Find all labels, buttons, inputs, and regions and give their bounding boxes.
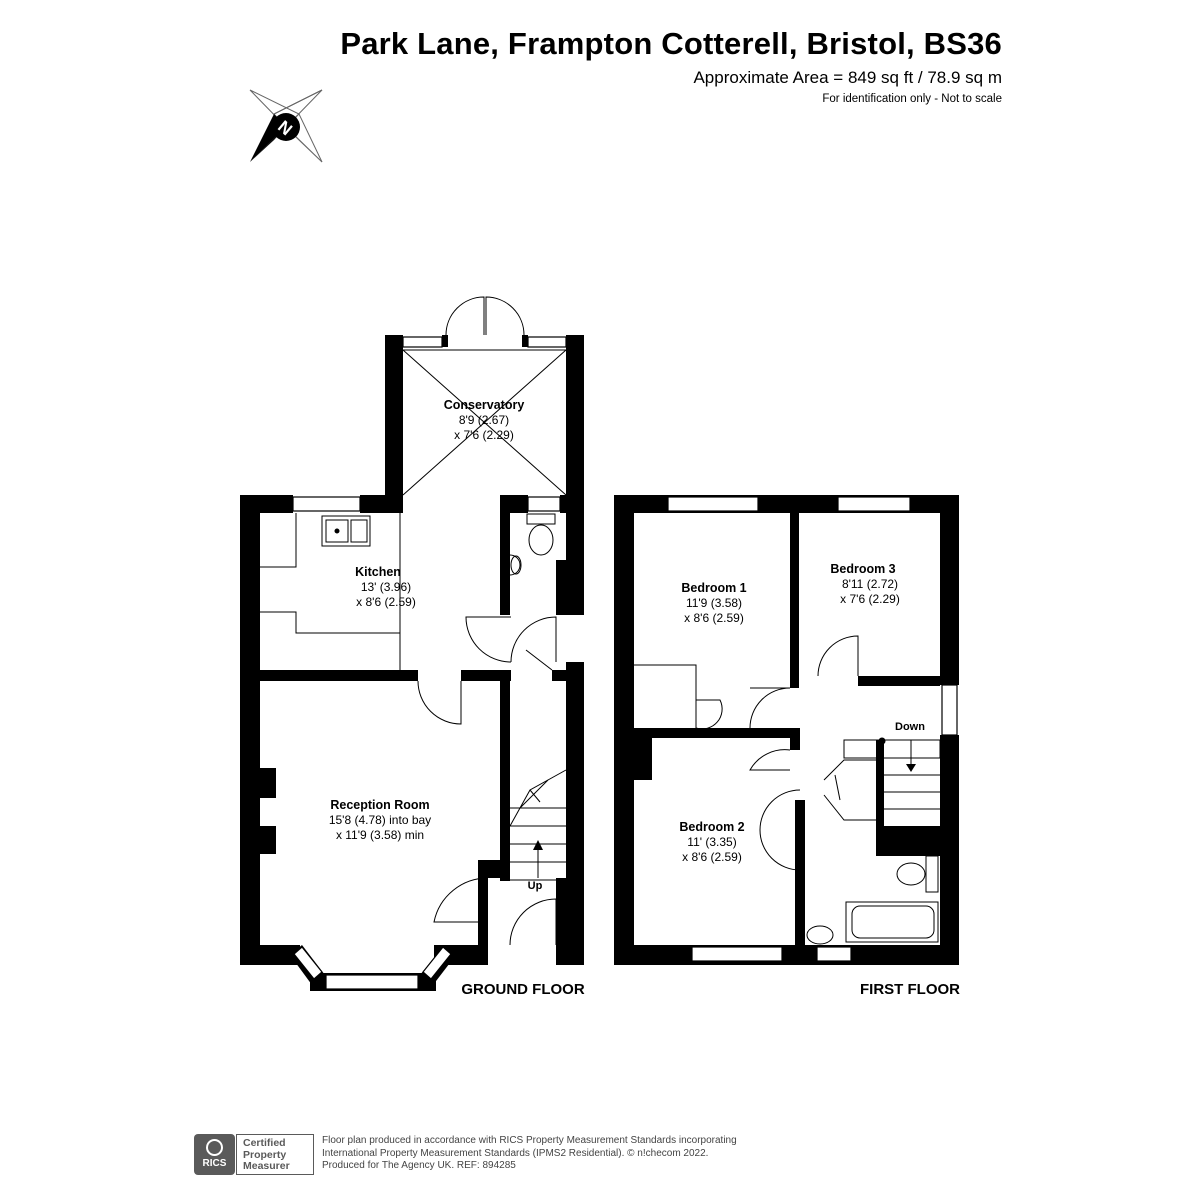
room-dim2-conservatory: x 7'6 (2.29) — [454, 428, 514, 442]
stairs-up-arrow-icon — [533, 840, 543, 850]
stairs-up-label: Up — [528, 880, 543, 892]
room-name-bedroom1: Bedroom 1 — [681, 581, 746, 595]
first-floor-fixtures — [634, 635, 941, 945]
room-dim1-bedroom1: 11'9 (3.58) — [686, 596, 742, 610]
stairs-down-label: Down — [895, 721, 925, 733]
scale-disclaimer: For identification only - Not to scale — [822, 93, 1002, 105]
room-dim2-bedroom1: x 8'6 (2.59) — [684, 611, 744, 625]
rics-logo: RICS — [194, 1134, 235, 1175]
rics-logo-text: RICS — [202, 1158, 227, 1169]
room-dim1-conservatory: 8'9 (2.67) — [459, 413, 509, 427]
badge-line-3: Measurer — [243, 1160, 290, 1172]
compass-icon: N — [249, 89, 323, 163]
footer-disclaimer: Floor plan produced in accordance with R… — [322, 1135, 782, 1173]
footer-line-2: International Property Measurement Stand… — [322, 1147, 709, 1159]
room-name-kitchen: Kitchen — [355, 565, 401, 579]
room-name-conservatory: Conservatory — [444, 398, 525, 412]
room-dim2-reception: x 11'9 (3.58) min — [336, 828, 424, 842]
room-dim2-kitchen: x 8'6 (2.59) — [356, 595, 416, 609]
stairs-newel-post — [878, 737, 886, 745]
ground-floor-windows — [292, 336, 567, 990]
ground-floor-walls — [240, 335, 584, 991]
ground-floor-label: GROUND FLOOR — [461, 981, 584, 998]
approximate-area: Approximate Area = 849 sq ft / 78.9 sq m — [693, 68, 1002, 87]
rics-crest-icon — [206, 1139, 223, 1156]
room-name-bedroom2: Bedroom 2 — [679, 820, 744, 834]
footer-line-1: Floor plan produced in accordance with R… — [322, 1135, 737, 1146]
room-dim2-bedroom2: x 8'6 (2.59) — [682, 850, 742, 864]
room-dim1-bedroom2: 11' (3.35) — [687, 835, 736, 849]
first-floor-label: FIRST FLOOR — [860, 981, 960, 998]
ground-floor-fixtures — [260, 296, 567, 946]
first-floor-windows — [667, 496, 958, 962]
badge-line-1: Certified — [243, 1137, 286, 1149]
badge-line-2: Property — [243, 1148, 287, 1161]
room-dim1-kitchen: 13' (3.96) — [361, 580, 411, 594]
room-dim2-bedroom3: x 7'6 (2.29) — [840, 592, 900, 606]
property-title: Park Lane, Frampton Cotterell, Bristol, … — [340, 26, 1002, 61]
room-name-bedroom3: Bedroom 3 — [830, 562, 895, 576]
room-name-reception: Reception Room — [330, 798, 429, 812]
stairs-down-arrow-icon — [906, 764, 916, 772]
certified-measurer-badge: Certified Property Measurer — [236, 1134, 314, 1175]
room-dim1-reception: 15'8 (4.78) into bay — [329, 813, 431, 827]
conservatory-roof-lines — [402, 349, 567, 496]
room-dim1-bedroom3: 8'11 (2.72) — [842, 577, 898, 591]
footer-line-3: Produced for The Agency UK. REF: 894285 — [322, 1160, 516, 1171]
